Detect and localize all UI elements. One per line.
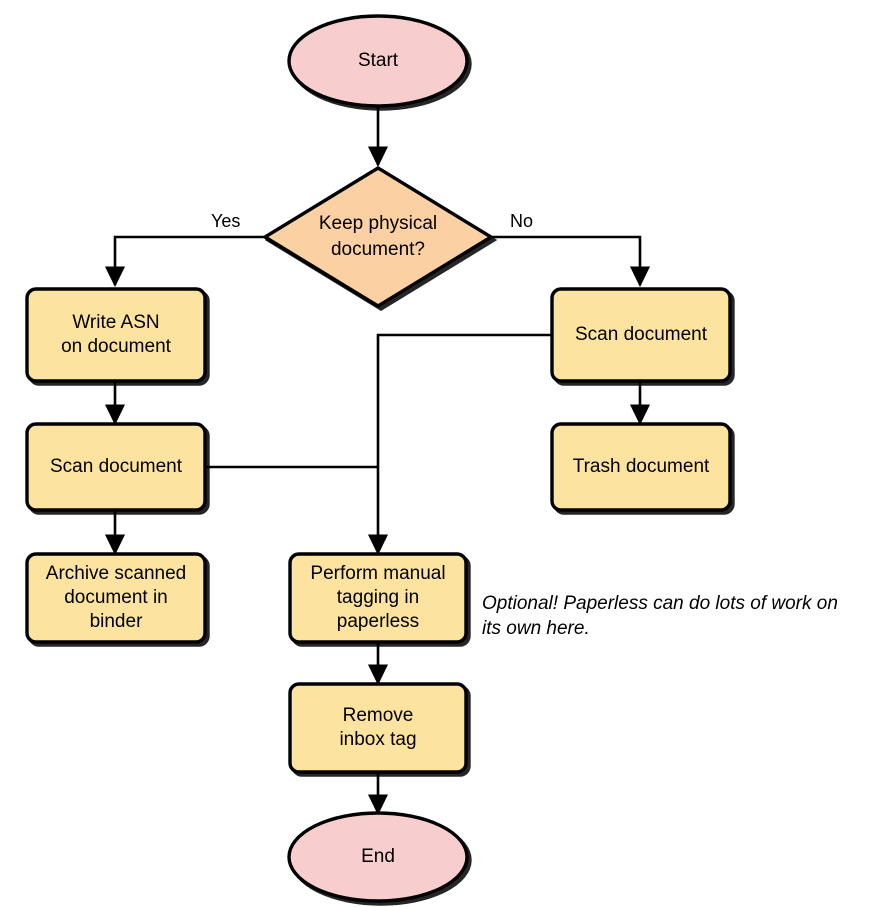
node-archive-scanned-document[interactable] [25, 552, 207, 644]
node-start[interactable] [287, 14, 469, 108]
edge-label-no: No [510, 211, 534, 231]
edge-label-yes: Yes [211, 211, 241, 231]
node-end[interactable] [287, 811, 469, 903]
node-scan-document-left[interactable] [25, 422, 207, 512]
node-decision-keep-physical-document[interactable] [261, 166, 495, 308]
node-perform-manual-tagging[interactable] [288, 552, 468, 644]
node-trash-document[interactable] [550, 422, 732, 512]
edge-decision-to-scan-right [491, 235, 651, 288]
node-write-asn[interactable] [25, 287, 207, 383]
node-remove-inbox-tag[interactable] [288, 682, 468, 774]
edge-scan-right-to-manual-tag [367, 333, 552, 556]
edge-group [104, 105, 651, 816]
annotation-optional-note: Optional! Paperless can do lots of work … [482, 593, 838, 639]
edge-decision-to-write-asn [104, 235, 265, 288]
node-scan-document-right[interactable] [550, 287, 732, 383]
